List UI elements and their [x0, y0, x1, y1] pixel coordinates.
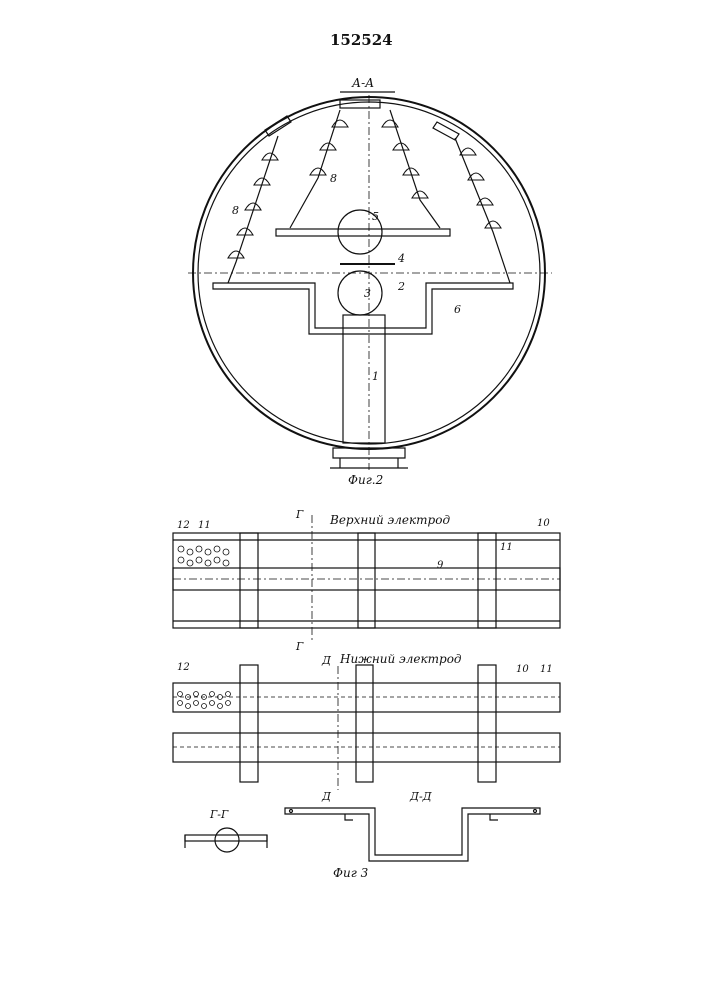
upper-electrode-bar [276, 229, 450, 236]
callout-3: 3 [364, 287, 371, 300]
cut-d-bottom: Д [321, 790, 332, 803]
callout-9: 9 [437, 560, 444, 571]
figure-3-upper-electrode: Верхний электрод Г Г 12 11 9 11 10 [173, 508, 560, 653]
section-gg-label: Г-Г [209, 808, 229, 821]
cut-d-top: Д [321, 654, 332, 667]
lower-electrode-frame [213, 283, 513, 334]
callout-6: 6 [454, 303, 461, 316]
section-gg: Г-Г [185, 808, 267, 852]
callout-11-lower: 11 [540, 664, 553, 675]
section-aa-label: А-А [351, 76, 374, 90]
callout-11: 11 [198, 520, 211, 531]
callout-1: 1 [372, 370, 379, 383]
callout-12: 12 [177, 520, 190, 531]
callout-4: 4 [397, 252, 405, 265]
callout-2: 2 [397, 280, 405, 293]
figure-2: А-А 8 8 5 4 3 2 6 [188, 76, 552, 487]
callout-11b: 11 [500, 542, 513, 553]
section-dd-label: Д-Д [409, 790, 433, 803]
patent-number: 152524 [330, 31, 393, 49]
figure-3-caption: Фиг 3 [333, 866, 369, 880]
lower-electrode-title: Нижний электрод [339, 652, 462, 666]
upper-electrode-title: Верхний электрод [329, 513, 450, 527]
cut-g-top: Г [295, 508, 304, 521]
callout-10: 10 [537, 518, 550, 529]
callout-8b: 8 [232, 204, 239, 217]
lower-electrode-tube [338, 271, 382, 315]
figure-3-lower-electrode: Нижний электрод Д Д 12 10 11 [173, 652, 560, 803]
callout-5: 5 [372, 210, 379, 223]
callout-12-lower: 12 [177, 662, 190, 673]
cut-g-bottom: Г [295, 640, 304, 653]
figure-2-caption: Фиг.2 [348, 473, 383, 487]
callout-8a: 8 [330, 172, 337, 185]
callout-10-lower: 10 [516, 664, 529, 675]
